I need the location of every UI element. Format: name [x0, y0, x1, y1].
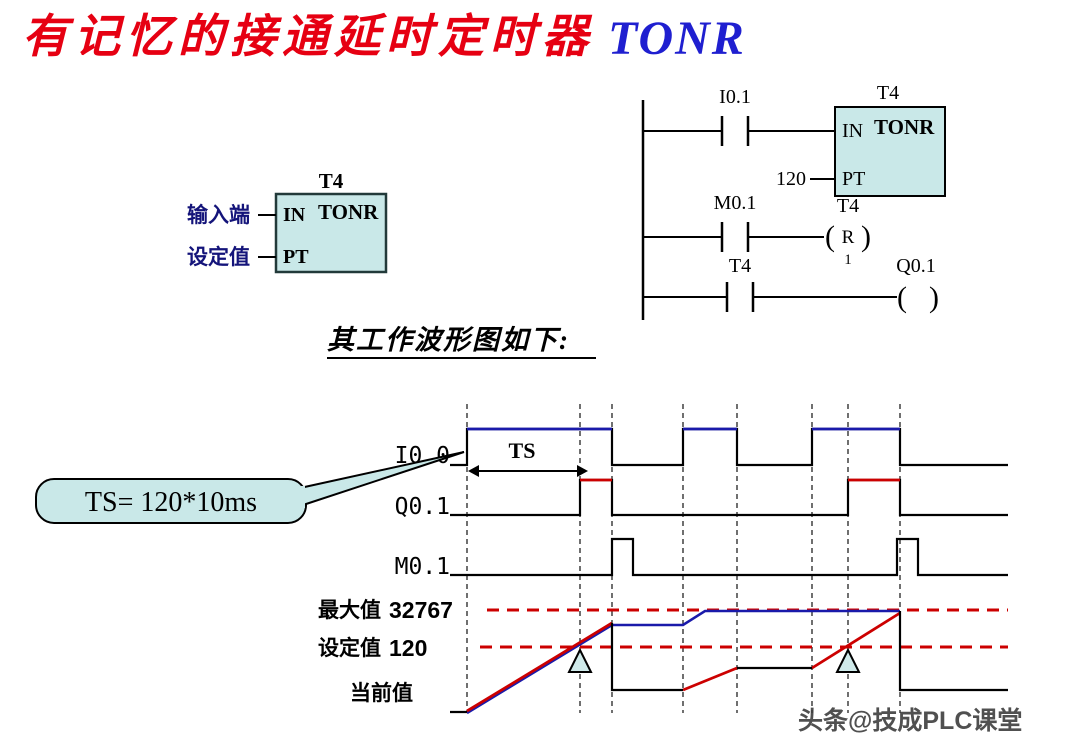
signal-q-label: Q0.1	[395, 494, 450, 520]
ladder-in-label: IN	[842, 120, 863, 142]
ladder-timer-name: T4	[877, 82, 899, 104]
timer-pt-label: PT	[283, 246, 309, 268]
preset-value-label: 设定值	[318, 636, 381, 660]
output-coil-open-paren: (	[897, 281, 907, 314]
waveform-subtitle: 其工作波形图如下:	[327, 325, 570, 355]
crossing-marker-2	[835, 647, 861, 673]
ts-callout: TS= 120*10ms	[35, 451, 465, 524]
timer-box	[274, 192, 388, 274]
reset-coil-close-paren: )	[861, 220, 871, 253]
timer-in-label: IN	[283, 204, 306, 226]
reset-coil-letter: R	[842, 227, 855, 248]
preset-terminal-label: 设定值	[187, 245, 250, 269]
timer-type-label: TONR	[318, 200, 379, 224]
ts-arrowhead-right	[577, 465, 588, 477]
rung2-contact-symbol	[720, 222, 750, 252]
rung3-contact-label: T4	[729, 255, 751, 277]
ladder-type-label: TONR	[874, 115, 935, 139]
rung1-contact-symbol	[720, 116, 750, 146]
signal-q-trace	[450, 478, 1008, 517]
current-value-label: 当前值	[350, 681, 413, 705]
rung3-contact-symbol	[725, 282, 755, 312]
watermark: 头条@技成PLC课堂	[798, 706, 1022, 735]
crossing-marker-1	[567, 647, 593, 673]
signal-m-label: M0.1	[395, 554, 450, 580]
reset-coil-open-paren: (	[825, 220, 835, 253]
signal-m-trace	[450, 537, 1008, 577]
callout-pointer	[299, 451, 465, 507]
timer-name-label: T4	[319, 169, 344, 193]
timer-block-diagram: T4 IN TONR PT 输入端 设定值	[187, 169, 388, 274]
ladder-pt-value: 120	[776, 168, 806, 190]
current-value-no-reset-trace	[466, 609, 900, 715]
current-value-ramp-trace	[466, 611, 901, 713]
max-value-number: 32767	[389, 597, 453, 623]
ts-label: TS	[509, 438, 536, 463]
input-terminal-label: 输入端	[187, 203, 250, 227]
page-title: 有记忆的接通延时定时器	[22, 11, 594, 62]
ladder-diagram: I0.1 T4 IN TONR PT 120 M0.1 T4 ( R ) 1 T…	[641, 82, 946, 320]
max-value-label: 最大值	[318, 598, 381, 622]
page-title-accent: TONR	[608, 12, 746, 65]
reset-operand-label: T4	[837, 195, 859, 217]
rung1-contact-label: I0.1	[719, 86, 751, 108]
current-value-reset-trace	[450, 611, 1008, 714]
rung2-contact-label: M0.1	[714, 192, 757, 214]
ladder-timer-box	[834, 106, 946, 197]
timer-pin-lines	[258, 214, 276, 258]
coil-name-label: Q0.1	[896, 255, 935, 277]
ts-arrowhead-left	[468, 465, 479, 477]
reset-count-label: 1	[844, 252, 852, 268]
preset-value-number: 120	[389, 635, 427, 661]
output-coil-close-paren: )	[929, 281, 939, 314]
ladder-pt-label: PT	[842, 168, 865, 190]
timing-diagram: I0.0 Q0.1 M0.1 TS 最大值 32767 设定值 120 当前值	[318, 404, 1008, 715]
callout-joint-patch	[294, 486, 305, 508]
callout-text: TS= 120*10ms	[85, 487, 257, 518]
